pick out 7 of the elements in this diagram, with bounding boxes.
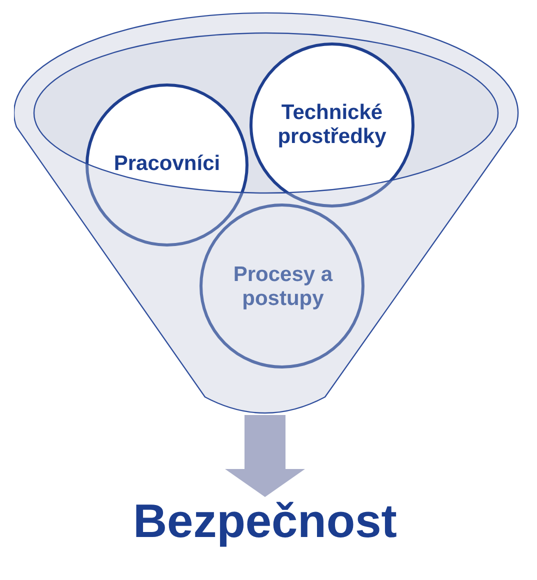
circle-label: Procesy a postupy: [232, 263, 334, 311]
circle-label: Technické prostředky: [277, 101, 387, 149]
arrow: [225, 415, 305, 497]
circle: [85, 83, 249, 247]
circle-label: Pracovníci: [113, 152, 221, 176]
circle: [199, 203, 365, 369]
circle: [249, 42, 415, 208]
